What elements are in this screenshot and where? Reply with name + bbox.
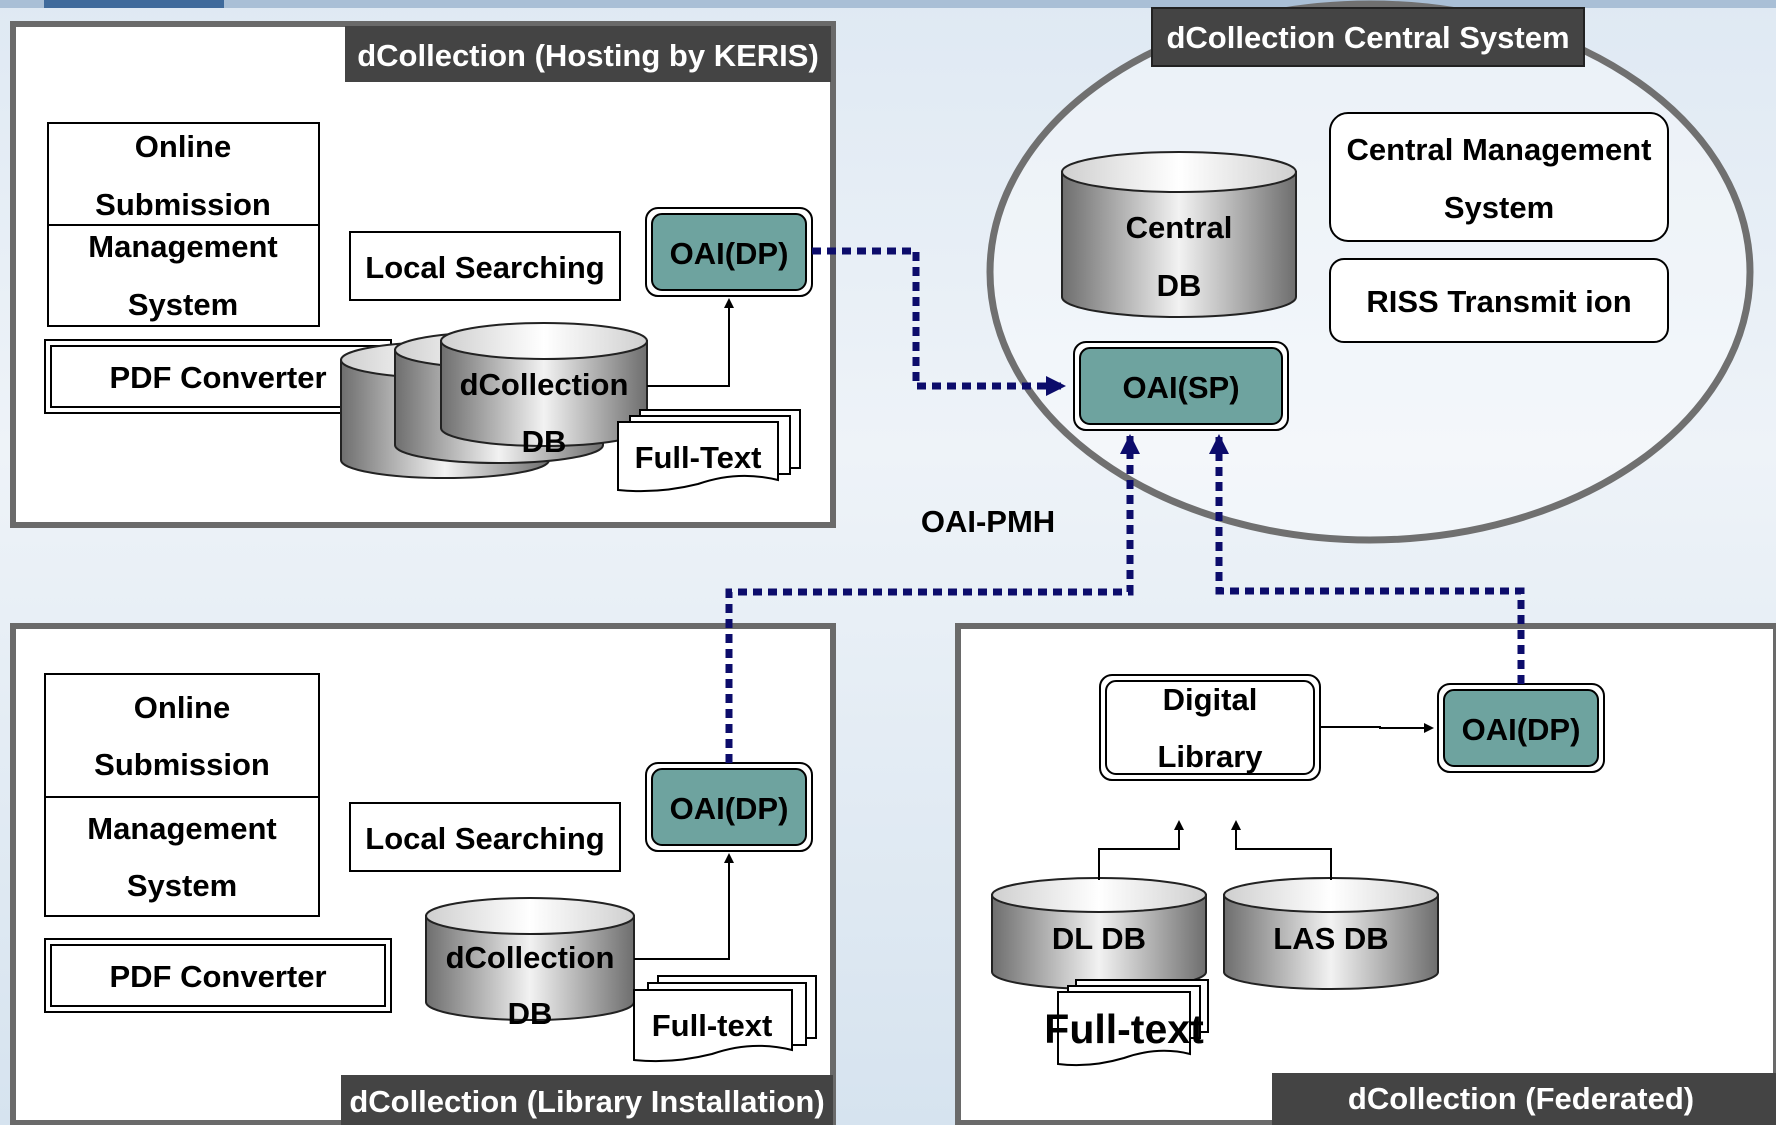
library-local-search-label: Local Searching (365, 821, 604, 856)
library-online-submission: Online Submission (44, 673, 320, 798)
hosting-oai-label: OAI(DP) (670, 236, 789, 271)
cms-label-1: Central Management (1347, 132, 1652, 167)
hosting-db-to-oai-arrow (647, 298, 734, 387)
cms-label-2: System (1444, 190, 1554, 225)
hosting-local-search-label: Local Searching (365, 250, 604, 285)
hosting-db-label-2: DB (522, 424, 567, 459)
digital-library-label-1: Digital (1163, 682, 1258, 717)
panel-federated: dCollection (Federated) Digital Library … (955, 623, 1776, 1125)
hosting-title: dCollection (Hosting by KERIS) (357, 38, 819, 73)
hosting-fulltext-label: Full-Text (635, 440, 762, 475)
oai-sp: OAI(SP) (1073, 341, 1289, 431)
central-db-label-1: Central (1126, 210, 1233, 245)
hosting-db-label-1: dCollection (460, 367, 629, 402)
federated-fulltext-docs: Full-text (1044, 979, 1209, 1067)
central-system: dCollection Central System Central DB Ce… (986, 0, 1754, 544)
library-online-label-2: Submission (94, 747, 270, 782)
federated-oai-dp: OAI(DP) (1437, 683, 1605, 773)
hosting-title-bar (345, 26, 831, 82)
top-strip-accent (44, 0, 224, 8)
federated-fulltext-label: Full-text (1044, 1006, 1204, 1052)
library-db-label-1: dCollection (446, 940, 615, 975)
dl-db: DL DB (991, 877, 1207, 990)
lasdb-to-dl-arrow (1231, 820, 1332, 880)
central-db: Central DB (1061, 151, 1297, 318)
federated-title-bar (1272, 1073, 1776, 1125)
library-dcollection-db: dCollection DB (425, 897, 635, 1031)
panel-library: dCollection (Library Installation) Onlin… (10, 623, 836, 1125)
hosting-online-submission: Online Submission (47, 122, 320, 226)
federated-to-sp-link (1209, 434, 1525, 684)
library-db-to-oai-arrow (634, 853, 734, 960)
library-oai-label: OAI(DP) (670, 791, 789, 826)
hosting-fulltext-docs: Full-Text (617, 409, 801, 493)
central-title-bar (1151, 7, 1585, 67)
library-mgmt-label-1: Management (87, 811, 276, 846)
hosting-to-sp-link (812, 247, 1066, 396)
library-local-searching: Local Searching (349, 802, 621, 872)
top-strip (0, 0, 1776, 8)
library-fulltext-docs: Full-text (633, 975, 817, 1063)
hosting-management-system: Management System (47, 224, 320, 327)
riss-label: RISS Transmit ion (1366, 284, 1631, 319)
oai-pmh-label: OAI-PMH (921, 504, 1055, 539)
library-management-system: Management System (44, 796, 320, 917)
hosting-mgmt-label-1: Management (88, 229, 277, 264)
panel-hosting: dCollection (Hosting by KERIS) Online Su… (10, 21, 836, 528)
oai-sp-label: OAI(SP) (1122, 370, 1239, 405)
library-db-label-2: DB (508, 996, 553, 1031)
hosting-dcollection-db: dCollection DB (340, 322, 648, 479)
hosting-oai-dp: OAI(DP) (645, 207, 813, 297)
federated-oai-label: OAI(DP) (1462, 712, 1581, 747)
library-fulltext-label: Full-text (652, 1008, 773, 1043)
library-pdf-label: PDF Converter (109, 959, 326, 994)
hosting-online-label-1: Online (135, 129, 231, 164)
digital-library-label-2: Library (1157, 739, 1263, 774)
library-title: dCollection (Library Installation) (349, 1084, 824, 1119)
oai-pmh-links (725, 247, 1525, 763)
las-db-label: LAS DB (1273, 921, 1388, 956)
hosting-local-searching: Local Searching (349, 231, 621, 301)
library-to-sp-link (725, 434, 1140, 763)
dl-db-label: DL DB (1052, 921, 1146, 956)
hosting-mgmt-label-2: System (128, 287, 238, 322)
central-db-label-2: DB (1157, 268, 1202, 303)
dldb-to-dl-arrow (1098, 820, 1184, 880)
hosting-pdf-label: PDF Converter (109, 360, 326, 395)
library-mgmt-label-2: System (127, 868, 237, 903)
central-title: dCollection Central System (1166, 20, 1569, 55)
library-pdf-converter: PDF Converter (44, 938, 392, 1013)
library-online-label-1: Online (134, 690, 230, 725)
riss-transmission: RISS Transmit ion (1329, 258, 1669, 343)
hosting-online-label-2: Submission (95, 187, 271, 222)
library-oai-dp: OAI(DP) (645, 762, 813, 852)
federated-title: dCollection (Federated) (1348, 1081, 1694, 1116)
library-title-bar (341, 1075, 833, 1125)
federated-digital-library: Digital Library (1099, 674, 1321, 781)
dl-to-oai-arrow (1320, 723, 1434, 733)
central-management-system: Central Management System (1329, 112, 1669, 242)
hosting-pdf-converter: PDF Converter (44, 339, 392, 414)
las-db: LAS DB (1223, 877, 1439, 990)
